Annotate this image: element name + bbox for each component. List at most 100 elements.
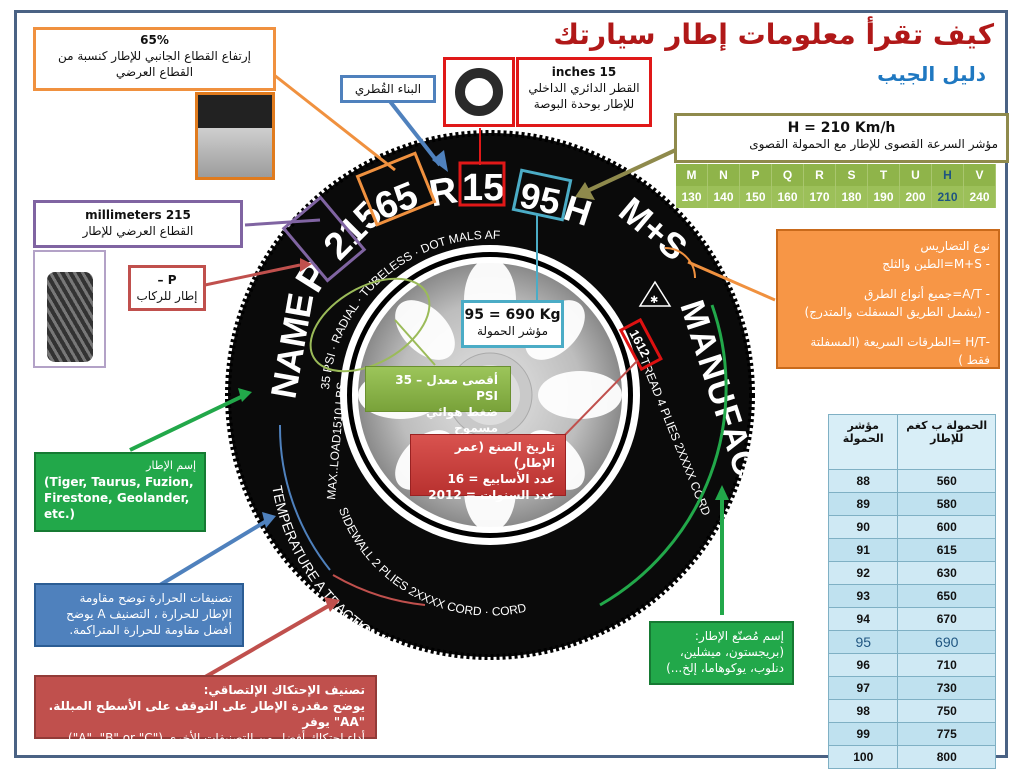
load-kg-cell: 615	[897, 538, 996, 562]
speed-value-cell: 190	[867, 186, 900, 208]
aspect-value: 65%	[140, 33, 169, 47]
load-kg-cell: 580	[897, 492, 996, 516]
terrain-ht: -H/T =الطرقات السريعة (المسفلتة فقط )	[810, 335, 990, 367]
speed-value-cell: 210	[931, 186, 964, 208]
date-callout: تاريخ الصنع (عمر الإطار) عدد الأسابيع = …	[410, 434, 566, 502]
load-kg-cell: 560	[897, 469, 996, 493]
speed-value-cell: 130	[676, 186, 708, 208]
speed-value-cell: 240	[963, 186, 996, 208]
name-examples-1: (Tiger, Taurus, Fuzion,	[44, 475, 194, 489]
load-value: 95 = 690 Kg	[464, 307, 561, 323]
aspect-desc-2: القطاع العرضي	[115, 65, 194, 79]
page-subtitle: دليل الجيب	[877, 62, 986, 86]
traction-heading: تصنيف الإحتكاك الإلتصاقي:	[203, 683, 365, 697]
load-index-cell: 91	[827, 538, 899, 562]
speed-value-cell: 180	[835, 186, 868, 208]
tread-width-image	[33, 250, 106, 368]
speed-symbol-cell: H	[931, 164, 964, 186]
load-index-cell: 98	[827, 699, 899, 723]
speed-value-cell: 200	[899, 186, 932, 208]
construction-label: البناء القُطري	[354, 82, 422, 96]
load-kg-header: الحمولة ب كغم للإطار	[897, 414, 996, 470]
date-line-1: تاريخ الصنع (عمر الإطار)	[454, 440, 555, 470]
load-kg-cell: 670	[897, 607, 996, 631]
construction-callout: البناء القُطري	[340, 75, 436, 103]
pressure-callout: أقصى معدل – 35 PSI ضغط هوائي مسموح	[365, 366, 511, 435]
tire-type-callout: P – إطار للركاب	[128, 265, 206, 311]
load-kg-cell: 750	[897, 699, 996, 723]
load-kg-cell: 710	[897, 653, 996, 677]
speed-value-cell: 140	[707, 186, 740, 208]
tire-name-callout: إسم الإطار (Tiger, Taurus, Fuzion, Fires…	[34, 452, 206, 532]
load-index-cell: 97	[827, 676, 899, 700]
load-kg-cell: 775	[897, 722, 996, 746]
date-line-3: عدد السنوات = 2012	[428, 488, 555, 502]
svg-text:✱: ✱	[650, 295, 658, 306]
load-callout: 95 = 690 Kg مؤشر الحمولة	[461, 300, 564, 348]
name-heading: إسم الإطار	[146, 459, 196, 472]
temperature-line-2: الإطار للحرارة ، التصنيف A يوضح	[66, 607, 232, 621]
width-callout: millimeters 215 القطاع العرضي للإطار	[33, 200, 243, 248]
terrain-heading: نوع التضاريس	[920, 239, 990, 253]
load-kg-cell: 800	[897, 745, 996, 769]
load-index-cell: 100	[827, 745, 899, 769]
manufacturer-callout: إسم مُصنّع الإطار: (بريجستون، ميشلين، دن…	[649, 621, 794, 685]
aspect-desc-1: إرتفاع القطاع الجانبي للإطار كنسبة من	[58, 49, 251, 63]
load-index-cell: 99	[827, 722, 899, 746]
speed-symbol-cell: P	[739, 164, 772, 186]
speed-symbol-cell: M	[676, 164, 708, 186]
speed-symbol-cell: S	[835, 164, 868, 186]
load-index-cell: 88	[827, 469, 899, 493]
terrain-callout: نوع التضاريس - M+S=الطين والثلج - A/T=جم…	[776, 229, 1000, 369]
manufacturer-heading: إسم مُصنّع الإطار:	[694, 629, 784, 643]
load-kg-cell: 730	[897, 676, 996, 700]
speed-symbol-cell: V	[963, 164, 996, 186]
load-index-cell: 89	[827, 492, 899, 516]
page-title: كيف تقرأ معلومات إطار سيارتك	[553, 18, 994, 51]
load-index-cell: 94	[827, 607, 899, 631]
speed-desc: مؤشر السرعة القصوى للإطار مع الحمولة الق…	[749, 137, 998, 151]
speed-symbol-cell: R	[803, 164, 836, 186]
traction-line-2: يوضح مقدرة الإطار على التوقف على الأسطح …	[48, 699, 365, 729]
manufacturer-examples-2: دنلوب، يوكوهاما، إلخ...)	[666, 661, 784, 675]
rim-desc-1: القطر الدائري الداخلي	[528, 81, 640, 95]
load-kg-cell: 600	[897, 515, 996, 539]
load-index-cell: 96	[827, 653, 899, 677]
width-desc: القطاع العرضي للإطار	[82, 224, 194, 238]
speed-symbol-cell: T	[867, 164, 900, 186]
date-line-2: عدد الأسابيع = 16	[447, 472, 555, 486]
rim-value: 15 inches	[551, 65, 617, 79]
speed-value-cell: 150	[739, 186, 772, 208]
traction-callout: تصنيف الإحتكاك الإلتصاقي: يوضح مقدرة الإ…	[34, 675, 377, 745]
load-index-cell: 93	[827, 584, 899, 608]
rim-callout: 15 inches القطر الدائري الداخلي للإطار ب…	[516, 57, 652, 127]
pressure-line-2: ضغط هوائي مسموح	[426, 405, 498, 435]
speed-value-cell: 170	[803, 186, 836, 208]
speed-value: H = 210 Km/h	[787, 120, 896, 136]
terrain-at: - A/T=جميع أنواع الطرق	[864, 287, 990, 301]
load-kg-cell: 630	[897, 561, 996, 585]
sidewall-height-image	[195, 92, 275, 180]
pressure-line-1: أقصى معدل – 35 PSI	[395, 373, 498, 403]
temperature-callout: تصنيفات الحرارة توضح مقاومة الإطار للحرا…	[34, 583, 244, 647]
speed-callout: H = 210 Km/h مؤشر السرعة القصوى للإطار م…	[674, 113, 1009, 163]
width-value: millimeters 215	[85, 208, 191, 222]
load-desc: مؤشر الحمولة	[476, 324, 549, 338]
svg-text:15: 15	[462, 167, 504, 209]
name-examples-2: Firestone, Geolander,	[44, 491, 190, 505]
terrain-at-note: - (يشمل الطريق المسفلت والمتدرج)	[804, 305, 990, 319]
load-index-header: مؤشر الحمولة	[827, 414, 899, 470]
rim-image	[443, 57, 515, 127]
type-value: P –	[157, 273, 177, 287]
